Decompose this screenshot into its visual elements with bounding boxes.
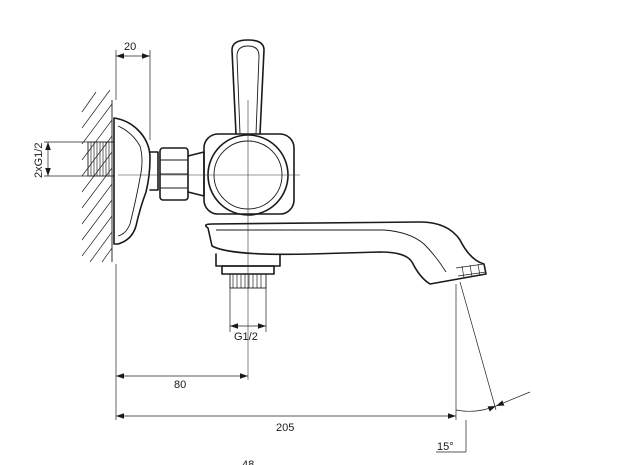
dim-total-length: 205 [116,284,457,434]
spout-edge [216,229,447,273]
aerator [455,263,487,279]
center-lines [118,100,300,380]
dim-cutoff-label: 48 [242,459,254,465]
dim-wall-offset-label: 20 [124,41,136,53]
wall-rosette-inner [117,125,143,237]
lever-handle-inner [236,45,260,135]
wall-rosette [113,117,151,245]
dim-mixer-center-label: 80 [174,379,186,391]
dim-wall-offset: 20 [115,41,151,140]
angle-line [459,281,497,411]
dim-inlet-thread-label: 2xG1/2 [33,143,45,178]
mixer-body [203,133,295,216]
dim-spout-angle: 15° [436,281,531,453]
dim-outlet-thread-label: G1/2 [234,331,258,343]
dim-spout-angle-label: 15° [437,441,454,453]
dim-outlet-thread: G1/2 [229,288,267,343]
dim-inlet-thread: 2xG1/2 [33,141,88,178]
dim-total-length-label: 205 [276,422,294,434]
mixer-housing [203,133,295,215]
union-nut [149,147,205,201]
spout [204,221,487,285]
lever-handle [231,39,265,135]
dim-mixer-center: 80 [115,264,248,420]
